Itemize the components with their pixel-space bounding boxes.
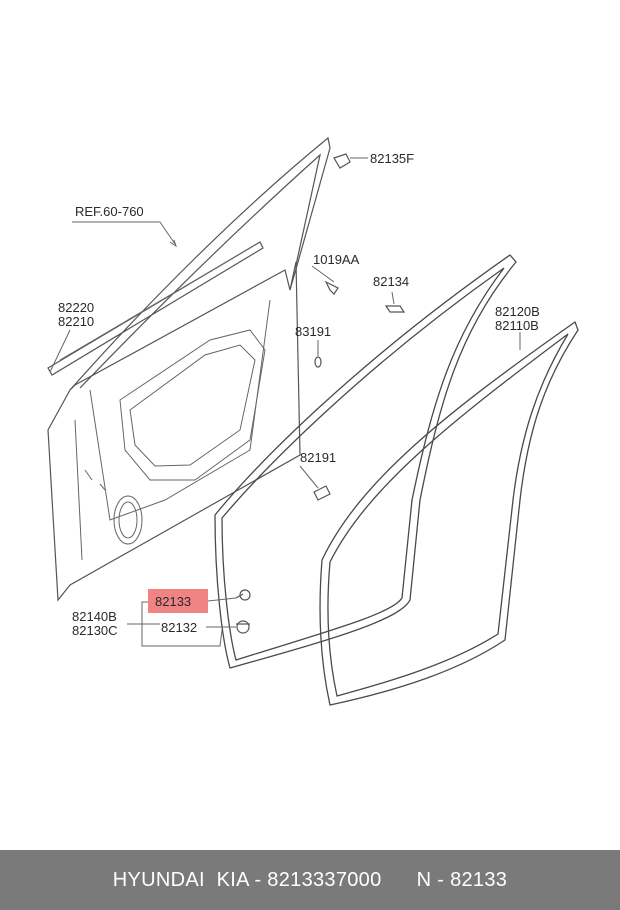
footer-banner: HYUNDAI KIA - 8213337000 N - 82133 [0,850,620,910]
callout-82130C: 82130C [72,623,118,638]
door-weatherstrip [214,254,517,669]
callout-82191: 82191 [300,450,337,465]
part-1019AA-screw [324,280,339,295]
callout-highlight [148,589,208,613]
callout-82133: 82133 [155,594,192,609]
body-weatherstrip [319,320,579,706]
footer-part: N - 82133 [416,868,508,891]
part-82135F-clip [333,153,351,169]
callout-82120B: 82120B [495,304,540,319]
callout-82210: 82210 [58,314,95,329]
callout-82132: 82132 [161,620,198,635]
callout-82220: 82220 [58,300,95,315]
part-82134-pad [384,305,406,313]
callout-82134: 82134 [373,274,410,289]
callout-82135F: 82135F [370,151,415,166]
door-frame [47,136,331,602]
part-82191-bumper [313,485,331,501]
part-83191-plug [314,356,322,368]
leader-lines [49,157,521,647]
door-parts-diagram [47,136,579,706]
callout-82110B: 82110B [495,318,539,333]
footer-brand: HYUNDAI KIA - 8213337000 [112,868,382,891]
part-82132-grommet [236,620,250,634]
callout-83191: 83191 [295,324,332,339]
footer-gap [382,869,417,892]
callout-1019AA: 1019AA [313,252,360,267]
callout-ref: REF.60-760 [75,204,144,219]
callout-82140B: 82140B [72,609,117,624]
part-82133-grommet [235,589,251,601]
